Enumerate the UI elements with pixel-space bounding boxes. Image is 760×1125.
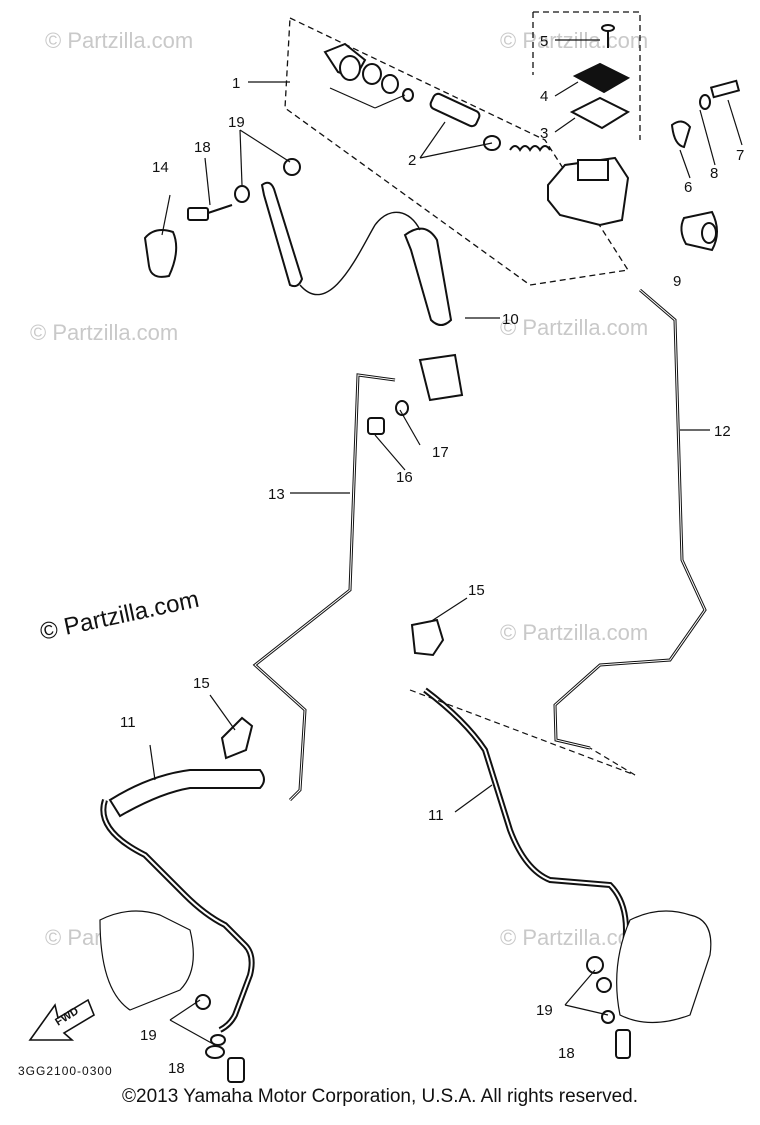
watermark-main: © Partzilla.com: [38, 586, 202, 646]
watermark: © Partzilla.com: [500, 620, 648, 645]
callout-15-left: 15: [193, 675, 210, 692]
callout-8: 8: [710, 165, 718, 182]
callout-11-right: 11: [428, 807, 444, 824]
leader-lines: [149, 39, 743, 1046]
callout-5: 5: [540, 33, 548, 50]
fwd-arrow-icon: [28, 998, 95, 1041]
callout-4: 4: [540, 88, 548, 105]
callout-19-bottom-right: 19: [536, 1002, 553, 1019]
brake-hose-right: [410, 618, 712, 1059]
master-cylinder-kit: [143, 24, 741, 435]
watermark: © Partzilla.com: [45, 28, 193, 53]
copyright-notice: ©2013 Yamaha Motor Corporation, U.S.A. A…: [122, 1086, 638, 1107]
callout-19-bottom-left: 19: [140, 1027, 157, 1044]
callouts: 1 2 3 4 5 6 7 8 9 10 11 11 12 13 14 15 1…: [120, 33, 744, 1077]
callout-11-left: 11: [120, 714, 136, 731]
callout-16: 16: [396, 469, 413, 486]
diagram-code: 3GG2100-0300: [18, 1064, 113, 1078]
callout-6: 6: [684, 179, 692, 196]
callout-1: 1: [232, 75, 240, 92]
master-hose-line: [299, 211, 421, 295]
callout-17: 17: [432, 444, 449, 461]
brake-pipe-left-inner: [254, 374, 396, 801]
callout-12: 12: [714, 423, 731, 440]
callout-7: 7: [736, 147, 744, 164]
callout-15-right: 15: [468, 582, 485, 599]
callout-10: 10: [502, 311, 519, 328]
watermark: © Partzilla.com: [500, 315, 648, 340]
guide-lines: [409, 689, 636, 776]
callout-2: 2: [408, 152, 416, 169]
callout-14: 14: [152, 159, 169, 176]
brake-hose-left: [99, 716, 265, 1083]
callout-18-bottom-right: 18: [558, 1045, 575, 1062]
brake-pipe-right-inner: [554, 289, 706, 749]
callout-3: 3: [540, 125, 548, 142]
callout-19-top: 19: [228, 114, 245, 131]
callout-13: 13: [268, 486, 285, 503]
fwd-arrow: FWD: [28, 998, 95, 1041]
watermark: © Partzilla.com: [30, 320, 178, 345]
callout-9: 9: [673, 273, 681, 290]
callout-18-bottom-left: 18: [168, 1060, 185, 1077]
callout-18-top: 18: [194, 139, 211, 156]
brake-pipe-left: [252, 373, 396, 802]
master-cylinder-assembly-outline: [284, 11, 641, 286]
brake-pipe-right: [553, 288, 707, 750]
